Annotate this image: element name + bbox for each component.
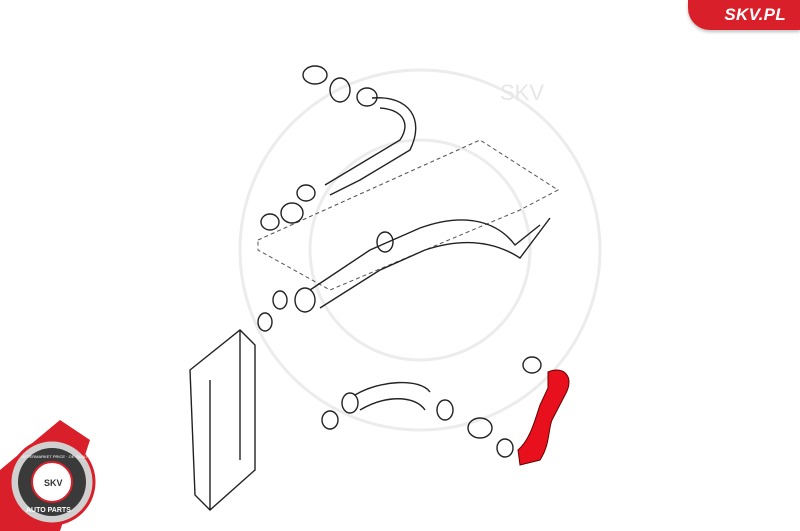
clamp [260, 213, 280, 231]
badge-center-text: SKV [44, 478, 63, 488]
coupler [329, 77, 351, 103]
badge-ring-text: AFTERMARKET PRICE · OE QUALITY [22, 454, 93, 459]
clamp [294, 287, 316, 313]
clamp [302, 65, 328, 85]
clamp [321, 410, 339, 430]
clamp [376, 231, 394, 253]
clamp [296, 184, 316, 202]
clamp [356, 87, 378, 107]
clamp [257, 312, 273, 332]
lower-pipe [354, 381, 431, 411]
clamp [272, 290, 288, 310]
clamp [496, 438, 514, 458]
clamp [467, 417, 493, 439]
brand-logo-text: SKV.PL [724, 5, 786, 24]
clamp [436, 399, 454, 421]
badge-bottom-text: AUTO PARTS [26, 507, 71, 514]
skv-auto-parts-badge: SKV AUTO PARTS AFTERMARKET PRICE · OE QU… [0, 420, 96, 531]
clamp [522, 356, 542, 374]
middle-pipe [309, 217, 551, 309]
watermark-text: SKV [500, 80, 544, 105]
brand-tab[interactable]: SKV.PL [688, 0, 800, 30]
clamp [280, 202, 304, 224]
dashed-group-outline [257, 139, 559, 291]
clamp [341, 392, 359, 414]
highlighted-intercooler-hose [517, 369, 570, 466]
watermark-gear: SKV [238, 68, 602, 432]
upper-pipe [324, 97, 417, 196]
intercooler [189, 329, 256, 511]
